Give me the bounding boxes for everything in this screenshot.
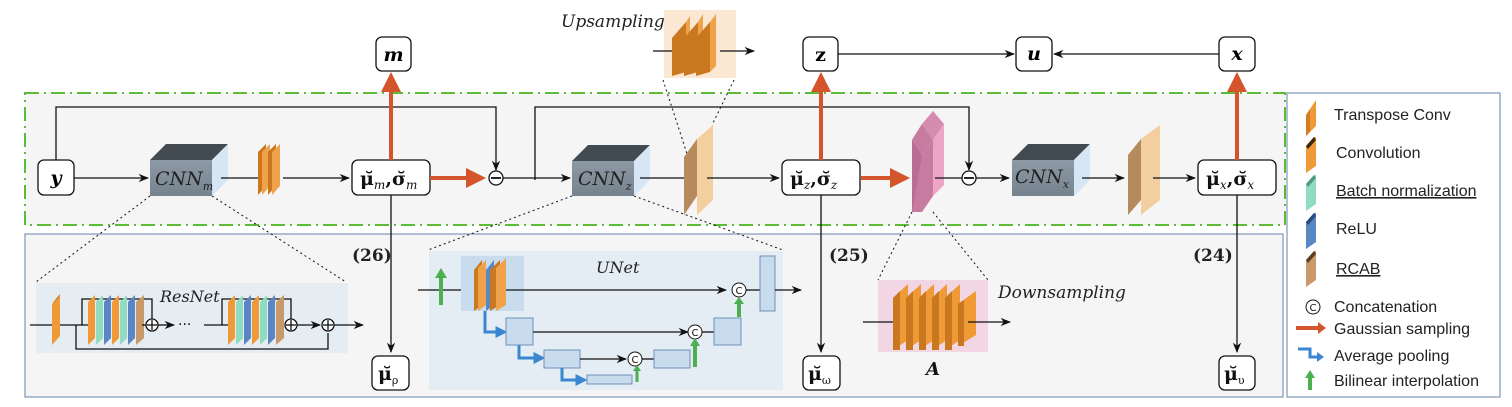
node-u-label: u — [1027, 43, 1041, 65]
resnet-ellipsis: ··· — [178, 317, 191, 333]
node-u: u — [1015, 36, 1053, 72]
cnn-z-sub: z — [625, 180, 632, 193]
equation-ref-24: (24) — [1193, 246, 1233, 266]
legend-label-gaussian: Gaussian sampling — [1334, 321, 1470, 338]
transpose-conv-x — [1128, 125, 1160, 215]
node-x-label: x — [1230, 43, 1243, 65]
cnn-m-block: CNNm — [150, 144, 228, 196]
cnn-m-sub: m — [203, 180, 213, 193]
skip-line-z — [534, 106, 974, 180]
output-node-omega: μ̆ω — [802, 355, 841, 391]
unet-interp-arrow-in — [435, 268, 447, 305]
node-x: x — [1218, 36, 1256, 72]
transpose-conv-z — [684, 125, 713, 215]
equation-ref-26: (26) — [352, 246, 392, 266]
output-node-upsilon: μ̆υ — [1218, 355, 1256, 391]
minus-operator-2 — [961, 170, 977, 186]
svg-text:C: C — [632, 355, 639, 366]
unet-interp-arrow-2 — [690, 338, 700, 367]
downsampling-inset: Downsampling A — [863, 280, 1126, 380]
svg-text:C: C — [692, 328, 699, 339]
node-y: y — [37, 159, 75, 196]
svg-text:CNNm: CNNm — [155, 168, 213, 193]
svg-text:CNNx: CNNx — [1015, 166, 1070, 191]
unet-interp-arrow-1 — [734, 297, 744, 317]
legend-frame — [1286, 92, 1501, 398]
cnn-x-block: CNNx — [1012, 144, 1090, 196]
cnn-z-block: CNNz — [572, 145, 650, 196]
svg-text:μ̆m,σ̆m: μ̆m,σ̆m — [360, 168, 417, 192]
conv-pair-m — [258, 144, 280, 195]
unet-inset: UNet C C C — [418, 251, 803, 390]
legend-label-convolution: Convolution — [1336, 145, 1421, 162]
res-block-2 — [228, 295, 284, 345]
minus-operator-1 — [488, 170, 504, 186]
legend-label-avg-pool: Average pooling — [1334, 348, 1449, 365]
skip-line-y — [55, 106, 501, 172]
svg-text:μ̆z,σ̆z: μ̆z,σ̆z — [790, 168, 838, 192]
svg-text:μ̆ρ: μ̆ρ — [378, 363, 398, 387]
node-z-label: z — [815, 44, 826, 66]
cnn-z-label: CNN — [578, 168, 627, 190]
unet-interp-arrow-3 — [633, 365, 641, 382]
concat-3: C — [627, 351, 643, 367]
legend-label-batch-norm: Batch normalization — [1336, 183, 1477, 200]
node-m: m — [375, 36, 412, 72]
node-y-label: y — [49, 167, 63, 189]
res-block-1 — [88, 295, 144, 345]
concat-1: C — [731, 282, 747, 298]
svg-text:C: C — [1310, 303, 1317, 314]
param-node-x: μ̆x,σ̆x — [1197, 159, 1277, 196]
node-m-label: m — [383, 44, 403, 66]
concatenation-icon: C — [1305, 299, 1321, 315]
batch-norm-icon — [1306, 175, 1316, 211]
cnn-x-sub: x — [1063, 178, 1070, 191]
legend-label-concatenation: Concatenation — [1334, 299, 1437, 316]
legend-label-relu: ReLU — [1336, 221, 1377, 238]
transpose-conv-icon — [1306, 100, 1316, 136]
cnn-m-label: CNN — [155, 168, 204, 190]
downsampling-label: Downsampling — [997, 283, 1126, 303]
node-z: z — [802, 36, 839, 72]
legend-label-rcab: RCAB — [1336, 261, 1380, 278]
resnet-label: ResNet — [159, 287, 220, 306]
upsampling-inset — [653, 10, 756, 161]
output-node-rho: μ̆ρ — [371, 355, 410, 391]
cnn-x-label: CNN — [1015, 166, 1064, 188]
legend-label-bilinear: Bilinear interpolation — [1334, 373, 1479, 390]
svg-text:C: C — [736, 286, 743, 297]
rcab-icon — [1306, 251, 1316, 287]
upsampling-label: Upsampling — [561, 12, 665, 32]
average-pooling-icon — [1298, 347, 1324, 362]
gaussian-sampling-icon — [1296, 322, 1326, 334]
legend-label-transpose-conv: Transpose Conv — [1334, 107, 1451, 124]
svg-text:CNNz: CNNz — [578, 168, 632, 193]
convolution-icon — [1306, 137, 1316, 173]
svg-text:μ̆υ: μ̆υ — [1224, 363, 1245, 387]
bilinear-interpolation-icon — [1305, 370, 1315, 390]
matrix-a-label: A — [924, 359, 940, 380]
svg-text:μ̆x,σ̆x: μ̆x,σ̆x — [1206, 168, 1254, 192]
param-node-z: μ̆z,σ̆z — [781, 159, 861, 196]
concat-2: C — [687, 324, 703, 340]
unet-label: UNet — [596, 258, 640, 277]
resnet-inset: ResNet ··· — [30, 283, 365, 353]
relu-icon — [1306, 213, 1316, 249]
equation-ref-25: (25) — [829, 246, 869, 266]
param-node-m: μ̆m,σ̆m — [351, 159, 431, 196]
svg-text:μ̆ω: μ̆ω — [808, 363, 831, 387]
legend: Transpose Conv Convolution Batch normali… — [1296, 100, 1479, 390]
